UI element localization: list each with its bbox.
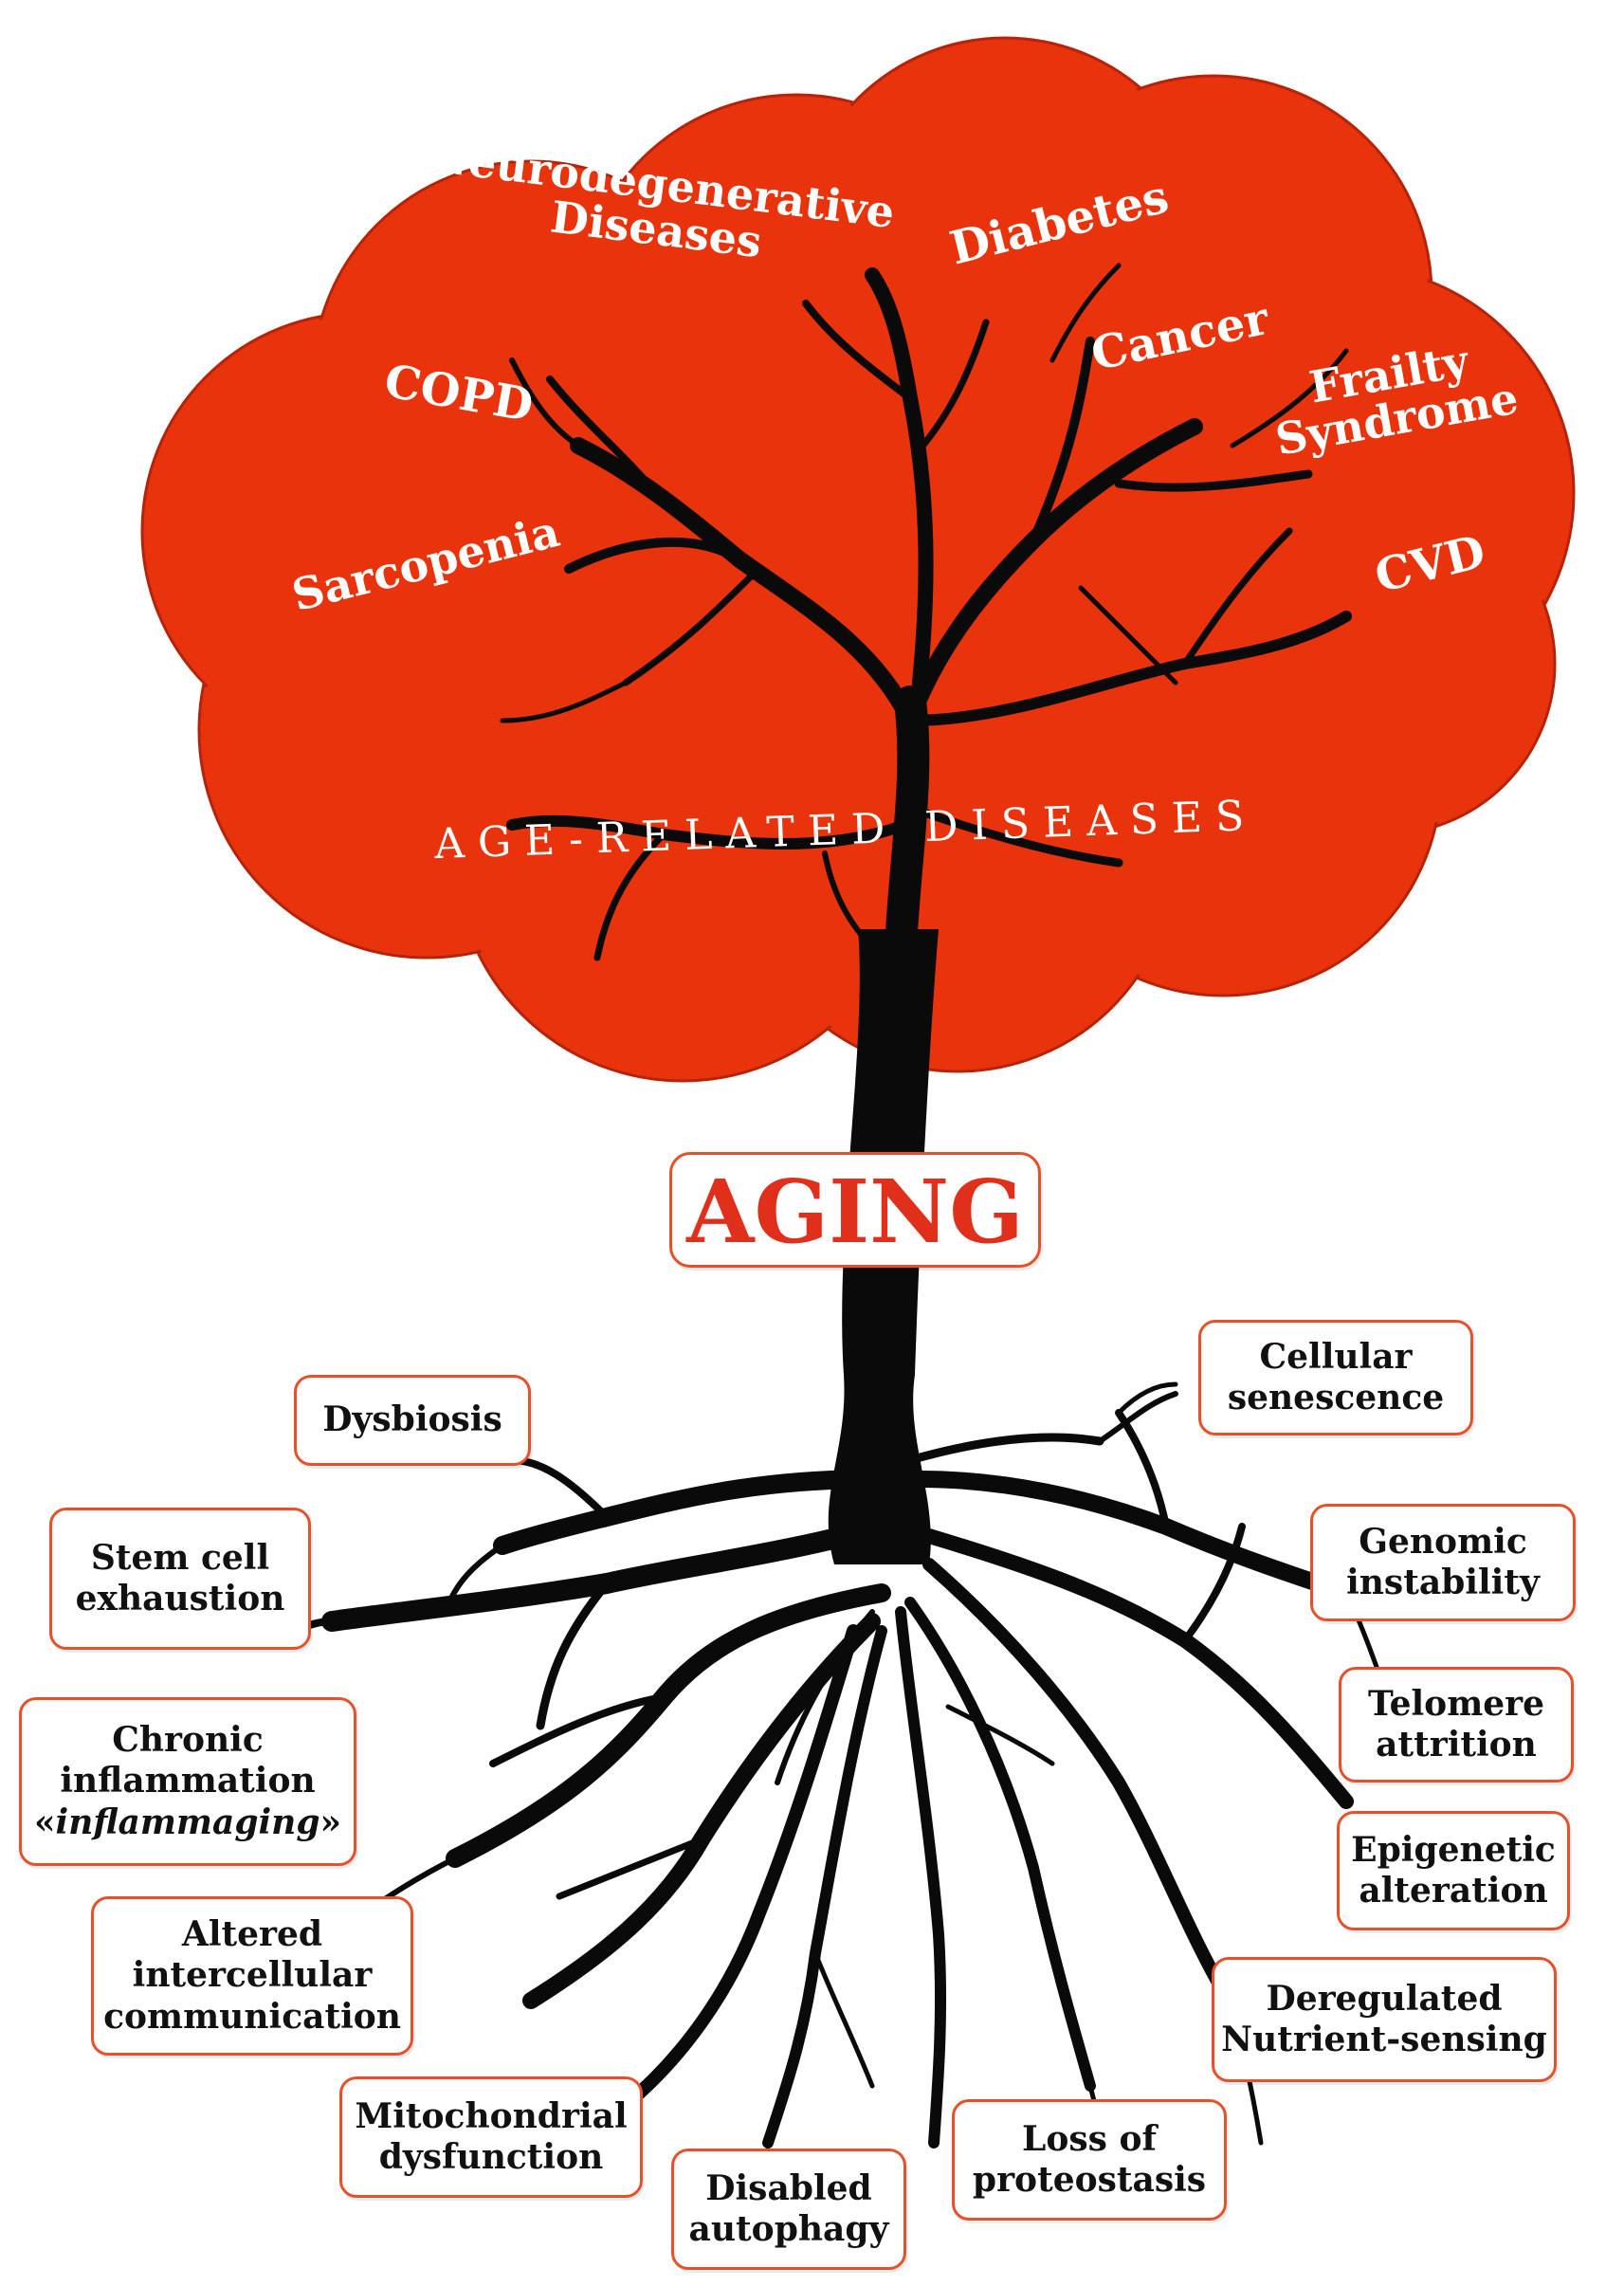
hallmark-stem-cell-line1: Stem cell (90, 1537, 270, 1578)
inflammaging-open-quote: « (33, 1801, 56, 1842)
hallmark-nutrient-line2: Nutrient-sensing (1221, 2020, 1547, 2059)
hallmark-proteostasis-line2: proteostasis (972, 2160, 1207, 2200)
hallmark-chronic-line2: inflammation (60, 1761, 316, 1801)
hallmark-cellular-senescence: Cellular senescence (1198, 1320, 1473, 1436)
hallmark-mitochondrial-line1: Mitochondrial (355, 2095, 628, 2136)
hallmark-altered-intercellular-communication: Altered intercellular communication (91, 1896, 413, 2056)
hallmark-deregulated-nutrient-sensing: Deregulated Nutrient-sensing (1212, 1957, 1557, 2082)
hallmark-epigenetic-alteration: Epigenetic alteration (1337, 1811, 1570, 1930)
hallmark-stem-cell-line2: exhaustion (75, 1579, 285, 1618)
hallmark-epigenetic-line1: Epigenetic (1351, 1829, 1556, 1870)
hallmark-altered-line3: communication (103, 1996, 401, 2037)
inflammaging-close-quote: » (319, 1801, 342, 1842)
hallmark-mitochondrial-line2: dysfunction (378, 2137, 604, 2177)
hallmark-genomic-instability: Genomic instability (1310, 1504, 1576, 1621)
hallmark-loss-of-proteostasis: Loss of proteostasis (952, 2099, 1227, 2221)
hallmark-senescence-line1: Cellular (1259, 1336, 1413, 1377)
hallmark-inflammaging-line: «inflammaging» (34, 1802, 341, 1843)
hallmark-genomic-line2: instability (1346, 1563, 1540, 1602)
tree-crown-fill (146, 42, 1570, 1077)
hallmark-altered-line2: intercellular (132, 1955, 373, 1996)
hallmark-epigenetic-line2: alteration (1359, 1871, 1548, 1911)
aging-label: AGING (669, 1152, 1041, 1268)
hallmark-nutrient-line1: Deregulated (1266, 1978, 1503, 2019)
hallmark-senescence-line2: senescence (1227, 1378, 1445, 1417)
hallmark-telomere-line1: Telomere (1367, 1683, 1545, 1724)
hallmark-stem-cell-exhaustion: Stem cell exhaustion (49, 1508, 311, 1650)
inflammaging-word: inflammaging (55, 1801, 320, 1842)
hallmark-genomic-line1: Genomic (1359, 1521, 1527, 1562)
hallmark-mitochondrial-dysfunction: Mitochondrial dysfunction (339, 2076, 643, 2198)
hallmark-disabled-autophagy: Disabled autophagy (671, 2149, 906, 2270)
hallmark-chronic-line1: Chronic (112, 1720, 264, 1761)
hallmark-autophagy-line1: Disabled (705, 2167, 872, 2208)
hallmark-dysbiosis-label: Dysbiosis (322, 1399, 502, 1440)
hallmark-chronic-inflammation: Chronic inflammation «inflammaging» (19, 1697, 356, 1866)
hallmark-telomere-attrition: Telomere attrition (1339, 1667, 1574, 1783)
tree-branches (500, 263, 1352, 964)
hallmark-autophagy-line2: autophagy (688, 2209, 889, 2249)
hallmark-telomere-line2: attrition (1376, 1725, 1537, 1765)
hallmark-proteostasis-line1: Loss of (1022, 2118, 1157, 2159)
hallmark-dysbiosis: Dysbiosis (294, 1375, 531, 1466)
hallmark-altered-line1: Altered (181, 1914, 323, 1955)
